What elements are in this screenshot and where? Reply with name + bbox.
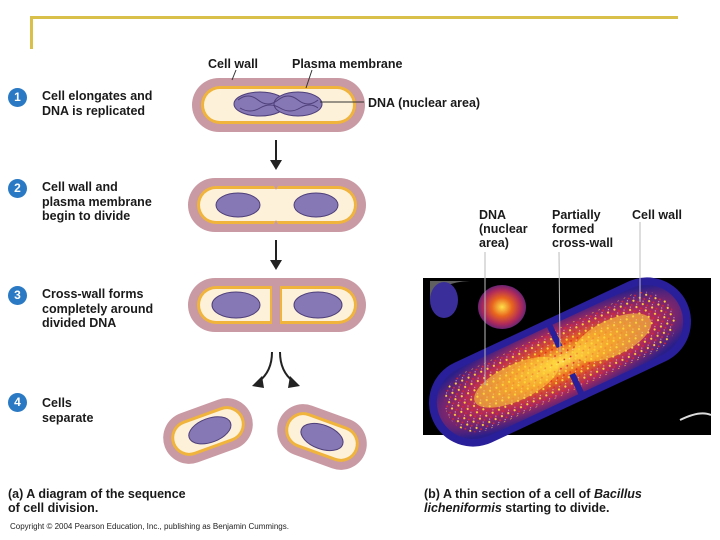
micrograph — [423, 277, 712, 447]
caption-a: (a) A diagram of the sequence of cell di… — [8, 487, 186, 515]
label-plasma-membrane: Plasma membrane — [292, 57, 403, 71]
step-3-badge: 3 — [8, 286, 27, 305]
cell-step3 — [188, 278, 366, 332]
copyright: Copyright © 2004 Pearson Education, Inc.… — [10, 522, 289, 531]
slide-frame-left — [30, 16, 33, 49]
step-1-text: Cell elongates and DNA is replicated — [42, 89, 153, 118]
label-dna-b: DNA (nuclear area) — [479, 208, 528, 250]
caption-b-line2: starting to divide. — [505, 501, 610, 515]
cell-step1 — [192, 78, 365, 132]
slide-frame-top — [30, 16, 678, 19]
caption-b-line1: A thin section of a cell of — [442, 487, 591, 501]
label-cell-wall: Cell wall — [208, 57, 259, 71]
caption-a-line1: A diagram of the sequence — [26, 487, 186, 501]
caption-b: (b) A thin section of a cell of Bacillus… — [424, 487, 642, 515]
label-partially-formed-cross-wall: Partially formed cross-wall — [552, 208, 614, 250]
cell-step4-right — [277, 404, 367, 470]
caption-b-species2: licheniformis — [424, 501, 502, 515]
label-cell-wall-b: Cell wall — [632, 208, 683, 222]
caption-a-line2: of cell division. — [8, 501, 99, 515]
arrow-down-2 — [270, 240, 282, 270]
caption-b-prefix: (b) — [424, 487, 440, 501]
step-2-text: Cell wall and plasma membrane begin to d… — [42, 180, 152, 223]
arrow-split — [252, 351, 300, 388]
label-dna-nuclear-area: DNA (nuclear area) — [368, 96, 481, 110]
step-3-text: Cross-wall forms completely around divid… — [42, 287, 154, 330]
arrow-down-1 — [270, 140, 282, 170]
caption-a-prefix: (a) — [8, 487, 24, 501]
cell-step4-left — [163, 398, 253, 464]
step-4-badge: 4 — [8, 393, 27, 412]
step-1-badge: 1 — [8, 88, 27, 107]
leader-cell-wall-a — [231, 69, 237, 81]
leader-cross-wall — [558, 251, 561, 353]
caption-b-species1: Bacillus — [593, 487, 642, 501]
step-2-badge: 2 — [8, 179, 27, 198]
leader-plasma-membrane — [305, 69, 313, 89]
step-4-text: Cells separate — [42, 396, 94, 425]
cell-step2 — [188, 178, 366, 232]
